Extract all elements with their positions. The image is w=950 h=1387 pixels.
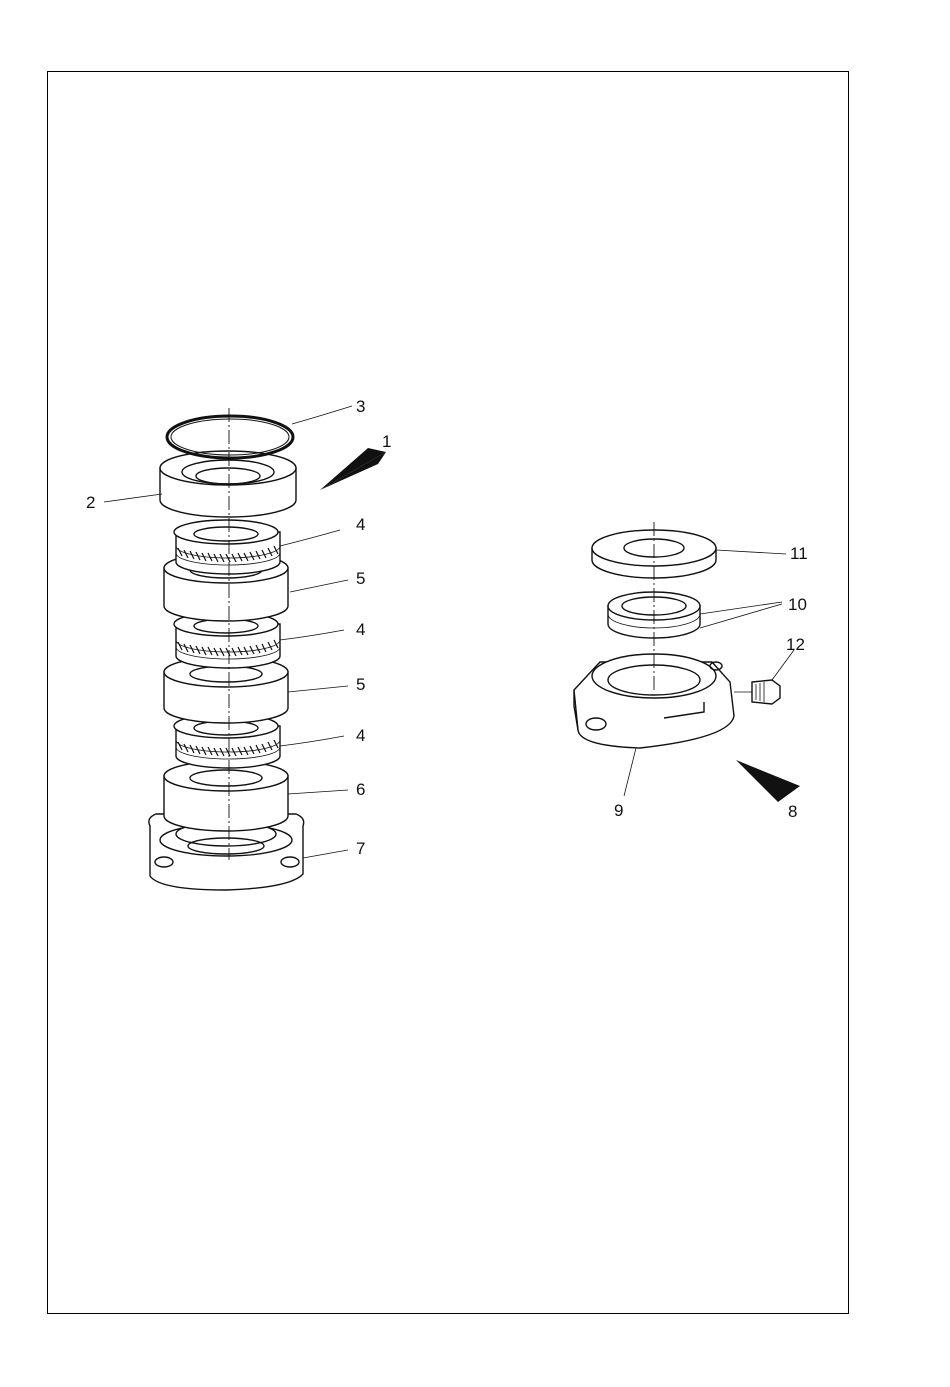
part-12-plug: [734, 680, 780, 704]
callout-5-upper: 5: [356, 569, 365, 588]
callout-5-lower: 5: [356, 675, 365, 694]
callout-9: 9: [614, 801, 623, 820]
callout-7: 7: [356, 839, 365, 858]
callout-8: 8: [788, 802, 797, 821]
callout-11: 11: [790, 544, 808, 563]
callout-6: 6: [356, 780, 365, 799]
callout-2: 2: [86, 493, 95, 512]
callout-1: 1: [382, 432, 391, 451]
callout-12: 12: [786, 635, 805, 654]
callout-3: 3: [356, 397, 365, 416]
left-bearing-stack: [149, 408, 304, 890]
callout-10: 10: [788, 595, 807, 614]
callout-4-middle: 4: [356, 620, 365, 639]
view-arrow-8: [736, 760, 800, 802]
callout-4-lower: 4: [356, 726, 365, 745]
part-9-flange-housing: [574, 654, 734, 748]
part-2-housing-ring: [160, 451, 296, 517]
right-bearing-stack: [574, 522, 780, 748]
callout-4-upper: 4: [356, 515, 365, 534]
part-6-washer: [164, 761, 288, 831]
part-4-needle-bearing-upper: [174, 520, 280, 574]
